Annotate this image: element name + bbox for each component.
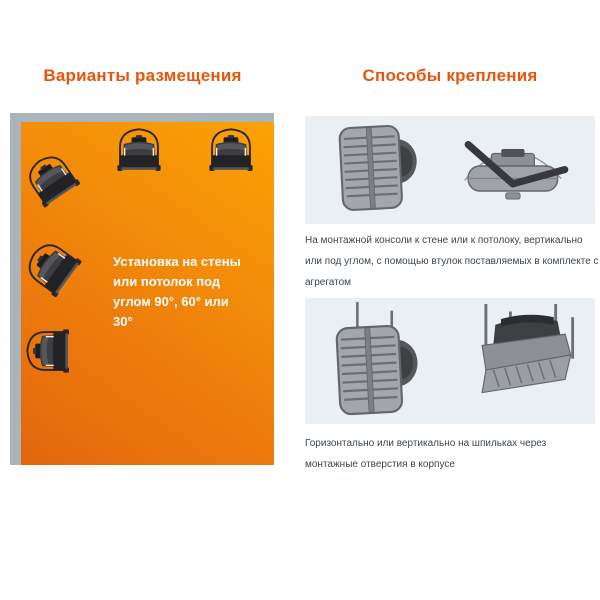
heater-unit-front-icon: [204, 123, 258, 181]
placement-panel-frame: Установка на стены или потолок под углом…: [10, 113, 274, 465]
heater-unit-tilted-60deg-icon: [19, 235, 83, 299]
heater-unit-tilted-30deg-icon: [20, 148, 82, 209]
heater-unit-rotated-90deg-icon: [23, 322, 77, 380]
mounting-panel-studs: [305, 298, 595, 424]
louvered-unit-front-view-icon: [338, 122, 420, 218]
louvered-unit-with-studs-icon: [335, 302, 421, 420]
left-column-title: Варианты размещения: [43, 66, 242, 85]
mounting-panel-console: [305, 116, 595, 224]
placement-caption: Установка на стены или потолок под углом…: [113, 254, 241, 329]
mounting-caption-console: На монтажной консоли к стене или к потол…: [305, 235, 599, 288]
heater-unit-front-icon: [112, 123, 166, 181]
unit-top-view-swivel-bracket-icon: [452, 132, 572, 208]
right-column-title: Способы крепления: [362, 66, 538, 85]
unit-underside-with-studs-icon: [468, 302, 583, 403]
placement-panel: Установка на стены или потолок под углом…: [19, 122, 274, 465]
mounting-caption-studs: Горизонтально или вертикально на шпилька…: [305, 438, 547, 470]
